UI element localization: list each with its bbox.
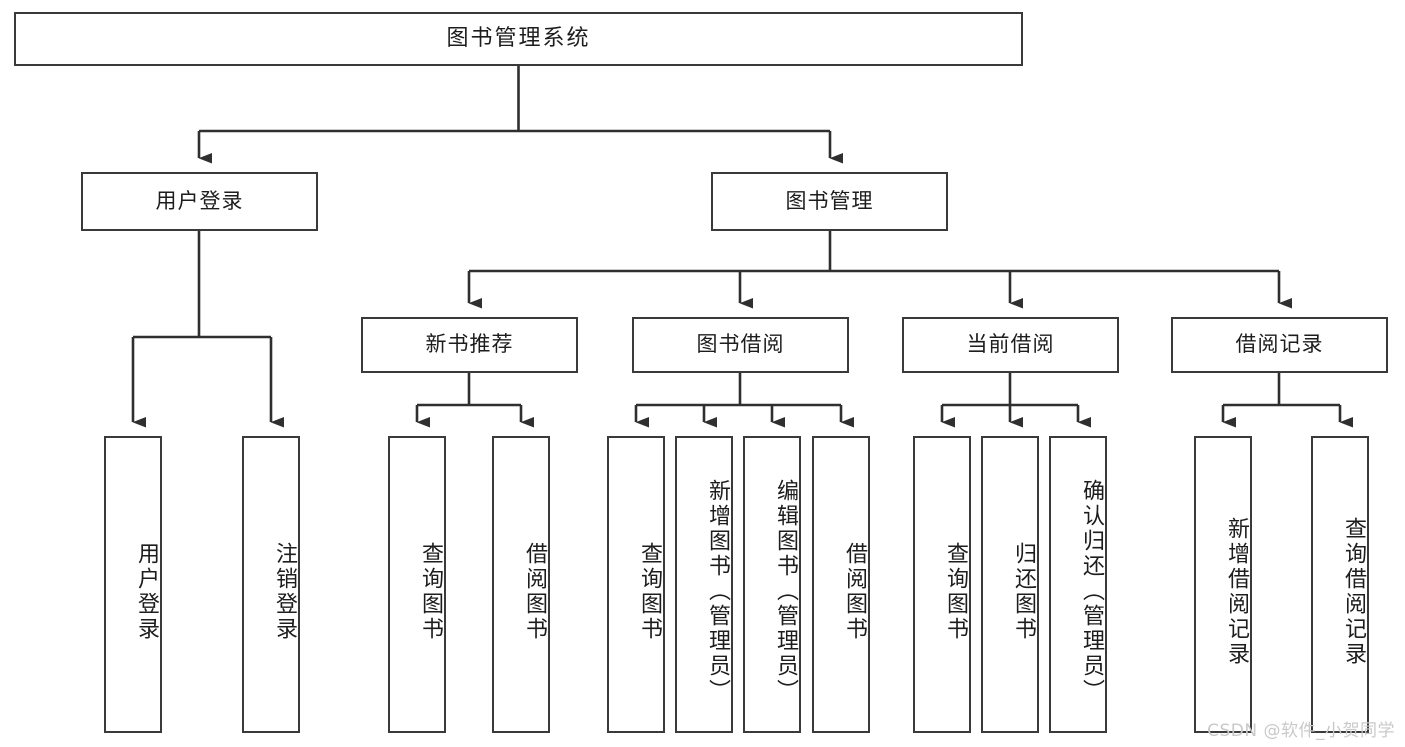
node-book-management[interactable]: 图书管理	[711, 172, 948, 231]
leaf-current-borrow-query-book[interactable]: 查询图书	[913, 436, 971, 733]
leaf-current-borrow-return-book[interactable]: 归还图书	[981, 436, 1039, 733]
node-user-login[interactable]: 用户登录	[81, 172, 318, 231]
leaf-book-borrow-edit-book-admin[interactable]: 编辑图书（管理员）	[743, 436, 801, 733]
node-new-book-recommend[interactable]: 新书推荐	[361, 317, 578, 373]
leaf-book-borrow-add-book-admin[interactable]: 新增图书（管理员）	[675, 436, 733, 733]
leaf-new-book-borrow-book[interactable]: 借阅图书	[492, 436, 550, 733]
leaf-user-login-login[interactable]: 用户登录	[104, 436, 162, 733]
leaf-book-borrow-query-book[interactable]: 查询图书	[607, 436, 665, 733]
node-root-system[interactable]: 图书管理系统	[14, 12, 1023, 66]
node-current-borrow[interactable]: 当前借阅	[902, 317, 1119, 373]
leaf-new-book-query-book[interactable]: 查询图书	[388, 436, 446, 733]
leaf-current-borrow-confirm-return-admin[interactable]: 确认归还（管理员）	[1049, 436, 1107, 733]
leaf-user-login-logout[interactable]: 注销登录	[242, 436, 300, 733]
leaf-book-borrow-borrow-book[interactable]: 借阅图书	[812, 436, 870, 733]
node-book-borrow[interactable]: 图书借阅	[632, 317, 849, 373]
leaf-borrow-record-add-record[interactable]: 新增借阅记录	[1194, 436, 1252, 733]
node-borrow-record[interactable]: 借阅记录	[1171, 317, 1388, 373]
leaf-borrow-record-query-record[interactable]: 查询借阅记录	[1311, 436, 1369, 733]
